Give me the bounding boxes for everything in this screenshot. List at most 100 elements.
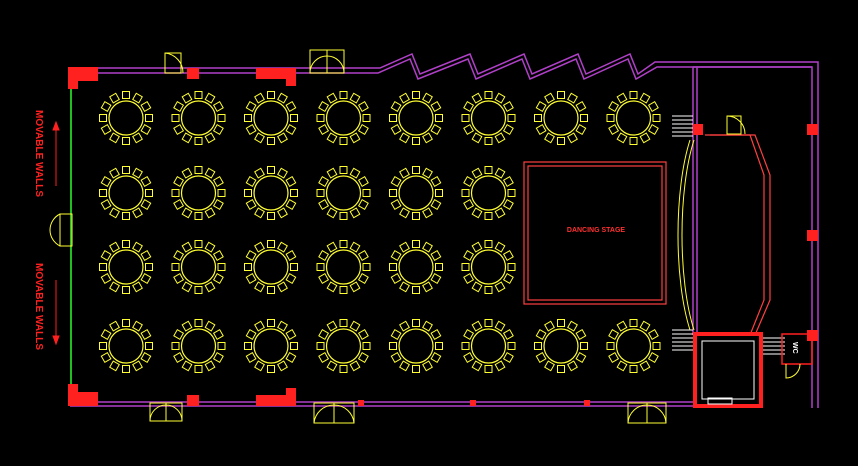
chair [557,91,565,99]
chair [173,124,185,135]
chair [132,281,143,293]
chair [575,101,587,112]
chair [606,114,615,122]
table-top [253,175,289,211]
chair [285,273,297,284]
table-top [325,100,362,136]
chair [267,166,275,174]
chair [544,92,555,104]
chair [484,286,493,294]
table-top [615,100,652,136]
chair [390,199,402,210]
chair [463,273,475,284]
chair [647,352,659,363]
chair [285,250,297,261]
round-table [606,319,661,373]
chair [349,167,361,179]
chair [461,189,470,197]
chair [349,207,361,219]
table-top [398,100,434,136]
chair [181,132,193,144]
chair [171,189,180,197]
top-wall [70,52,819,408]
chair [181,167,193,179]
chair [171,263,180,271]
chair [100,352,112,363]
round-table [461,166,516,220]
table-top [108,249,144,285]
chair [109,92,120,104]
chair [267,240,275,248]
chair [534,114,542,122]
column [256,395,296,406]
chair [390,329,402,340]
service-stairs [762,337,785,355]
chair [399,360,410,372]
chair [326,320,338,332]
chair [245,329,257,340]
chair [608,329,620,340]
chair [267,91,275,99]
chair [254,207,265,219]
chair [326,167,338,179]
chair [535,329,547,340]
chair [212,250,224,261]
chair [100,124,112,135]
round-table [99,91,153,145]
table-top [108,175,144,211]
chair [494,207,506,219]
chair [557,137,565,145]
chair [390,124,402,135]
round-table [316,240,371,294]
chair [339,166,348,174]
round-table [171,240,226,294]
chair [435,342,443,350]
chair [463,124,475,135]
chair [245,352,257,363]
chair [277,92,288,104]
chair [277,360,288,372]
chair [502,329,514,340]
round-table [244,166,298,220]
chair [389,342,397,350]
chair [349,241,361,253]
table-top [180,100,217,136]
chair [463,250,475,261]
chair [181,207,193,219]
chair [390,101,402,112]
chair [502,273,514,284]
chair [245,250,257,261]
chair [463,352,475,363]
chair [422,207,433,219]
round-table [244,240,298,294]
table-top [398,249,434,285]
chair [277,241,288,253]
chair [140,250,152,261]
round-table [461,91,516,145]
chair [245,124,257,135]
round-table [316,319,371,373]
chair [484,365,493,373]
chair [471,241,483,253]
round-table [99,319,153,373]
chair [412,319,420,327]
lift-room [693,332,763,408]
chair [100,250,112,261]
chair [109,360,120,372]
stairs-bottom [672,329,693,351]
chair [171,114,180,122]
chair [357,176,369,187]
column [68,67,78,89]
chair [99,342,107,350]
chair [100,329,112,340]
chair [575,124,587,135]
chair [290,189,298,197]
chair [326,281,338,293]
round-table [461,319,516,373]
round-table [171,319,226,373]
chair [484,91,493,99]
chair [349,281,361,293]
chair [484,166,493,174]
column [807,230,818,241]
